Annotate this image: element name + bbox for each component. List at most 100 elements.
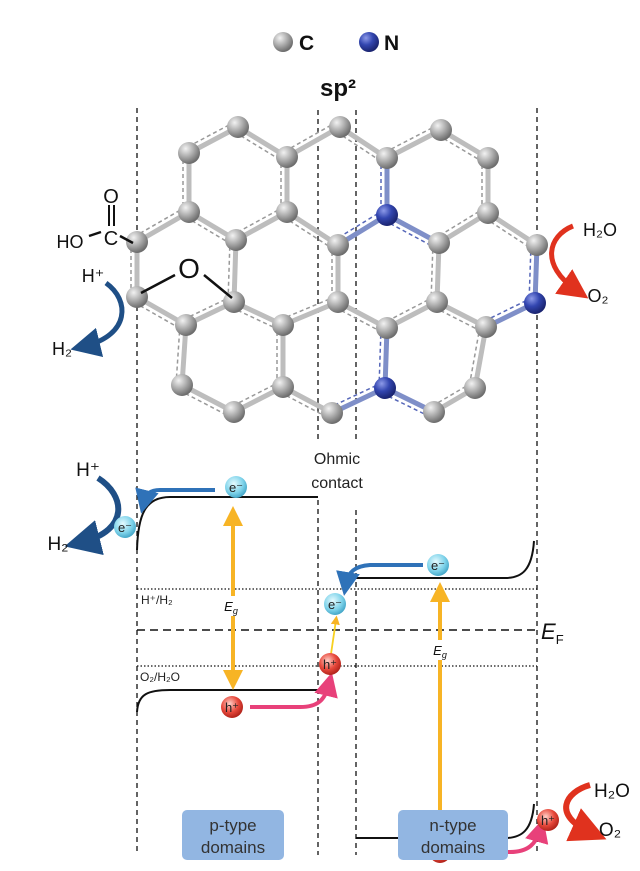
band-hydrogen-evolution-arrow-icon — [64, 475, 122, 556]
n-band-gap-label: Eg — [433, 643, 447, 660]
carbon-atom — [178, 201, 200, 223]
carboxyl-group: O C HO — [57, 186, 134, 252]
hydrogen-evolution-arrow-icon — [70, 280, 125, 357]
aromatic-bond — [175, 324, 181, 385]
carbon-atom — [423, 401, 445, 423]
h-plus-h2-level-label: H⁺/H₂ — [141, 593, 173, 607]
legend-nitrogen-label: N — [384, 32, 399, 55]
hybridization-label: sp² — [320, 75, 356, 102]
p-valence-band — [136, 689, 318, 713]
carboxyl-oxygen-label: O — [103, 186, 119, 208]
carbon-atom — [376, 317, 398, 339]
oxygen-evolution-arrow-icon — [549, 223, 589, 299]
carbon-atom — [477, 147, 499, 169]
legend: C N — [273, 32, 399, 55]
p-conduction-band — [136, 496, 318, 551]
carbon-atom — [272, 314, 294, 336]
p-band-gap-label: Eg — [224, 599, 238, 616]
aromatic-bond — [280, 295, 336, 321]
ohmic-contact-label-line2: contact — [311, 475, 363, 492]
electron-carrier: e⁻ — [225, 476, 247, 498]
aromatic-bond — [484, 217, 535, 251]
n-conduction-band — [356, 540, 535, 579]
aromatic-bond — [334, 306, 385, 334]
aromatic-bond — [133, 206, 187, 238]
carbon-atom — [321, 402, 343, 424]
p-domain-label-line1: p-type — [209, 816, 256, 835]
carbon-atom — [477, 202, 499, 224]
carrier-label: h⁺ — [541, 813, 555, 828]
band-h-plus-label: H⁺ — [76, 460, 100, 481]
electron-carrier: e⁻ — [427, 554, 449, 576]
top-h2-label: H₂ — [52, 339, 72, 359]
aromatic-bond — [378, 327, 382, 388]
aromatic-bond — [468, 325, 481, 388]
carbon-atom — [327, 291, 349, 313]
carboxyl-carbon-label: C — [104, 228, 118, 250]
aromatic-bond — [329, 381, 383, 409]
aromatic-bond — [185, 121, 236, 149]
aromatic-bond — [234, 131, 285, 163]
nitrogen-atom — [376, 204, 398, 226]
top-h-plus-label: H⁺ — [82, 266, 105, 286]
hole-carrier: h⁺ — [221, 696, 243, 718]
carrier-label: e⁻ — [328, 597, 342, 612]
recombination-arrow-icon — [330, 615, 340, 655]
aromatic-bond — [336, 131, 385, 164]
carrier-label: h⁺ — [323, 657, 337, 672]
carbon-atom-icon — [273, 32, 293, 52]
band-o2-label: O₂ — [599, 820, 621, 841]
carbon-atom — [227, 116, 249, 138]
p-hole-transfer-arrow-icon — [250, 672, 338, 709]
aromatic-bond — [435, 207, 486, 239]
carbon-atom — [376, 147, 398, 169]
aromatic-bond — [383, 296, 435, 324]
energy-levels: H⁺/H₂ O₂/H₂O EF — [137, 588, 564, 684]
aromatic-bond — [232, 206, 285, 236]
carbon-atom — [178, 142, 200, 164]
carbon-atom — [276, 201, 298, 223]
aromatic-bond — [283, 121, 338, 153]
n-electron-transfer-arrow-icon — [336, 563, 423, 596]
fermi-level-label: EF — [541, 619, 564, 647]
n-type-domain-box: n-type domains — [398, 810, 508, 860]
n-hole-transfer-arrow-icon — [458, 818, 549, 854]
n-domain-label-line2: domains — [421, 838, 485, 857]
nitrogen-atom — [374, 377, 396, 399]
hydroxyl-label: HO — [57, 232, 84, 252]
aromatic-bond — [279, 391, 330, 419]
carbon-atom — [225, 229, 247, 251]
carbon-atom — [475, 316, 497, 338]
carbon-atom — [126, 286, 148, 308]
p-domain-label-line2: domains — [201, 838, 265, 857]
carbon-atom — [175, 314, 197, 336]
hole-carrier: h⁺ — [319, 653, 341, 675]
nitrogen-atom-icon — [359, 32, 379, 52]
carbon-atom — [329, 116, 351, 138]
p-type-domain-box: p-type domains — [182, 810, 284, 860]
carrier-label: h⁺ — [225, 700, 239, 715]
carbon-atom — [223, 401, 245, 423]
electron-carrier: e⁻ — [114, 516, 136, 538]
electron-carrier: e⁻ — [324, 593, 346, 615]
hole-carrier: h⁺ — [537, 809, 559, 831]
aromatic-bond — [334, 209, 385, 241]
legend-carbon-label: C — [299, 32, 314, 55]
aromatic-bond — [430, 242, 434, 302]
carrier-label: e⁻ — [431, 558, 445, 573]
carbon-atom — [526, 234, 548, 256]
carbon-atom — [426, 291, 448, 313]
carbon-atom — [430, 119, 452, 141]
lattice-atoms — [126, 116, 548, 424]
nitrogen-atom — [524, 292, 546, 314]
aromatic-bond — [133, 301, 184, 331]
aromatic-bond — [383, 124, 439, 154]
carbon-atom — [171, 374, 193, 396]
carrier-label: e⁻ — [118, 520, 132, 535]
ohmic-contact-label-line1: Ohmic — [314, 451, 360, 468]
carbon-atom — [272, 376, 294, 398]
o2-h2o-level-label: O₂/H₂O — [140, 670, 180, 684]
carbon-atom — [327, 234, 349, 256]
